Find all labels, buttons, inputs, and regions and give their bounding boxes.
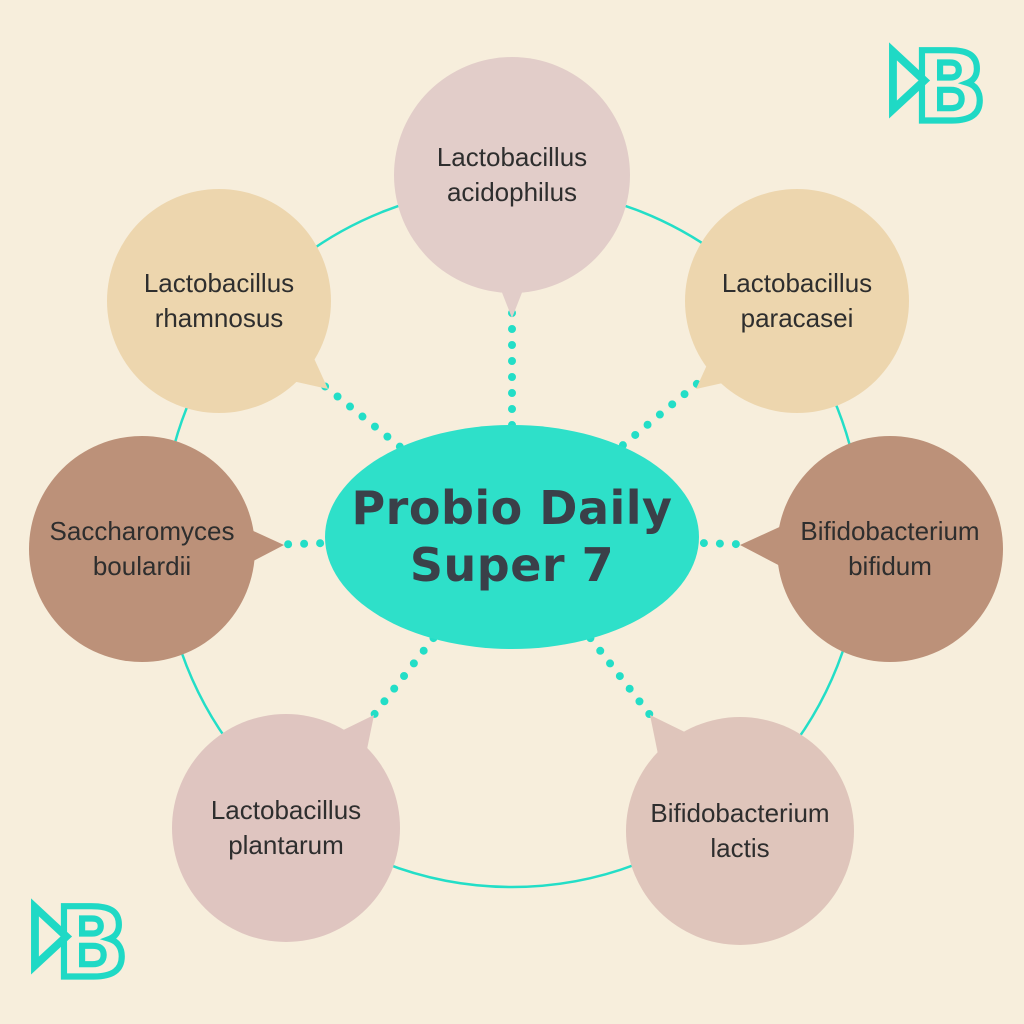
logo-letter-icon: B bbox=[55, 888, 128, 996]
node-bubble-rhamnosus: Lactobacillus rhamnosus bbox=[107, 189, 331, 413]
node-label-plantarum: Lactobacillus plantarum bbox=[210, 794, 362, 860]
center-title-line1: Probio Daily bbox=[351, 480, 673, 535]
node-label-acidophilus: Lactobacillus acidophilus bbox=[436, 141, 588, 207]
node-bubble-lactis: Bifidobacterium lactis bbox=[626, 717, 854, 945]
logo-chevron-icon bbox=[31, 898, 73, 975]
node-bubble-plantarum: Lactobacillus plantarum bbox=[172, 714, 400, 942]
node-bubble-paracasei: Lactobacillus paracasei bbox=[685, 189, 909, 413]
brand-logo-top-right: B bbox=[889, 29, 990, 140]
node-label-boulardii: Saccharomyces boulardii bbox=[49, 515, 235, 581]
node-bubble-bifidum: Bifidobacterium bifidum bbox=[777, 436, 1003, 662]
node-label-bifidum: Bifidobacterium bifidum bbox=[800, 515, 980, 581]
node-label-lactis: Bifidobacterium lactis bbox=[650, 797, 830, 863]
node-bubble-acidophilus: Lactobacillus acidophilus bbox=[394, 57, 630, 293]
bubble-tail-bifidum bbox=[740, 524, 786, 568]
logo-letter-icon: B bbox=[913, 32, 986, 140]
center-title-line2: Super 7 bbox=[409, 538, 615, 592]
logo-chevron-icon bbox=[889, 42, 931, 119]
node-label-rhamnosus: Lactobacillus rhamnosus bbox=[143, 267, 295, 333]
node-label-paracasei: Lactobacillus paracasei bbox=[721, 267, 873, 333]
node-bubble-boulardii: Saccharomyces boulardii bbox=[29, 436, 255, 662]
brand-logo-bottom-left: B bbox=[31, 885, 132, 996]
center-title-ellipse: Probio Daily Super 7 bbox=[325, 425, 699, 649]
